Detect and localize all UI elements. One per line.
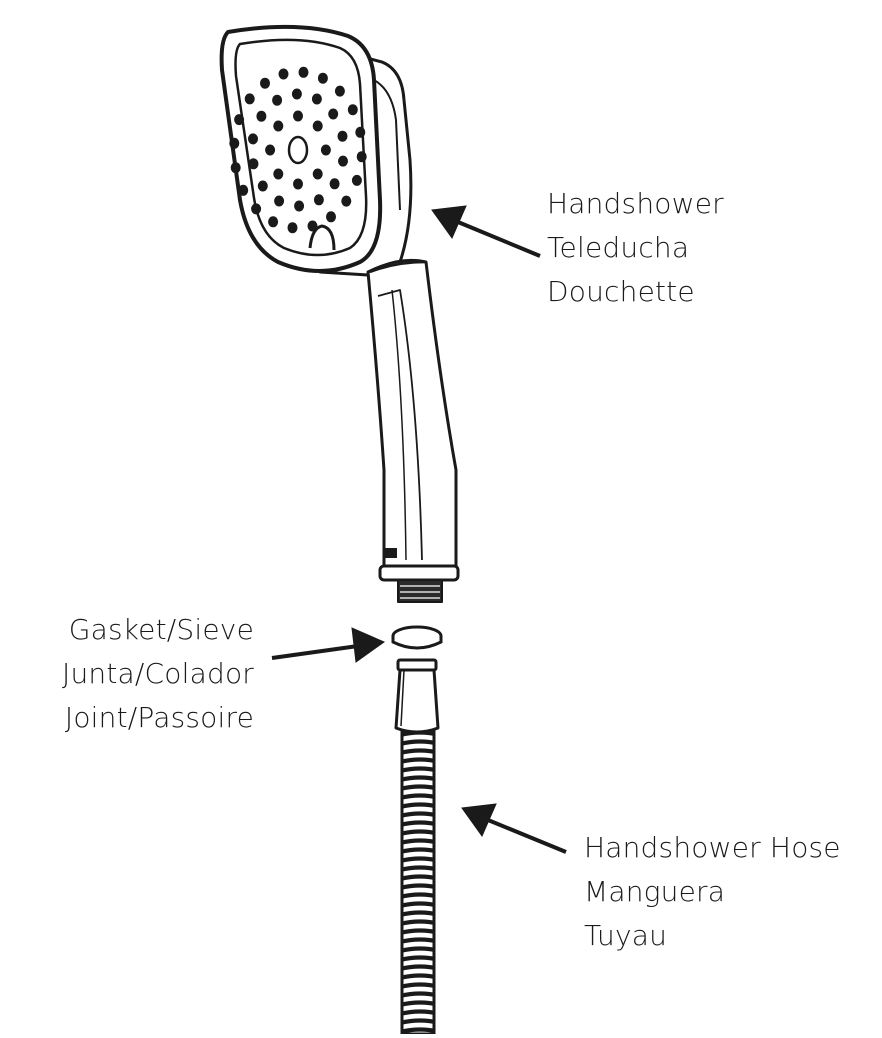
label-handshower-en: Handshower (547, 187, 724, 220)
nozzle-hole (287, 222, 298, 234)
nozzle-hole (257, 180, 268, 192)
label-handshower: Handshower Teleducha Douchette (547, 182, 724, 314)
nozzle-hole (338, 155, 348, 167)
spray-nozzles (229, 66, 367, 234)
nozzle-hole (251, 203, 262, 215)
nozzle-hole (265, 144, 276, 156)
label-gasket-es: Junta/Colador (62, 657, 254, 690)
nozzle-hole (312, 168, 323, 180)
nozzle-hole (291, 88, 302, 100)
label-handshower-es: Teleducha (547, 231, 690, 264)
label-hose-es: Manguera (584, 875, 726, 908)
label-gasket-fr: Joint/Passoire (64, 701, 254, 734)
nozzle-hole (313, 194, 324, 206)
nozzle-hole (329, 178, 340, 190)
nozzle-hole (334, 85, 345, 97)
nozzle-hole (355, 126, 366, 138)
nozzle-hole (260, 77, 270, 89)
nozzle-hole (234, 114, 245, 126)
handshower-hose (400, 730, 436, 1036)
nozzle-hole (311, 93, 322, 105)
nozzle-hole (293, 178, 303, 190)
nozzle-hole (298, 66, 309, 78)
arrow-hose (461, 803, 567, 854)
label-hose-fr: Tuyau (584, 919, 668, 952)
nozzle-hole (256, 110, 267, 122)
label-hose-en: Handshower Hose (584, 831, 841, 864)
nozzle-hole (356, 151, 367, 163)
nozzle-hole (238, 184, 249, 196)
nozzle-hole (328, 108, 339, 120)
nozzle-hole (347, 104, 358, 116)
arrow-handshower (431, 205, 541, 258)
center-nozzle (287, 135, 309, 165)
nozzle-hole (351, 174, 362, 186)
label-gasket: Gasket/Sieve Junta/Colador Joint/Passoir… (14, 608, 254, 740)
nozzle-hole (294, 200, 305, 212)
nozzle-hole (248, 133, 258, 145)
hose-nut (394, 658, 440, 734)
nozzle-hole (320, 144, 331, 156)
label-gasket-en: Gasket/Sieve (68, 613, 254, 646)
nozzle-hole (248, 158, 259, 170)
nozzle-hole (230, 162, 241, 174)
nozzle-hole (274, 195, 285, 207)
nozzle-hole (341, 195, 352, 207)
label-handshower-fr: Douchette (547, 275, 695, 308)
handshower-head (219, 24, 413, 277)
nozzle-hole (272, 94, 283, 106)
nozzle-hole (273, 120, 284, 132)
nozzle-hole (268, 216, 279, 228)
arrow-gasket (271, 627, 386, 663)
nozzle-hole (326, 211, 336, 223)
nozzle-hole (307, 220, 318, 232)
nozzle-hole (337, 130, 348, 142)
nozzle-hole (229, 137, 240, 149)
label-hose: Handshower Hose Manguera Tuyau (584, 826, 841, 958)
gasket-ring (391, 625, 443, 650)
nozzle-hole (312, 120, 323, 132)
nozzle-hole (244, 93, 255, 105)
nozzle-hole (317, 72, 328, 84)
nozzle-hole (278, 68, 289, 80)
nozzle-hole (273, 168, 284, 180)
nozzle-hole (293, 110, 303, 122)
handshower-handle (366, 258, 460, 603)
